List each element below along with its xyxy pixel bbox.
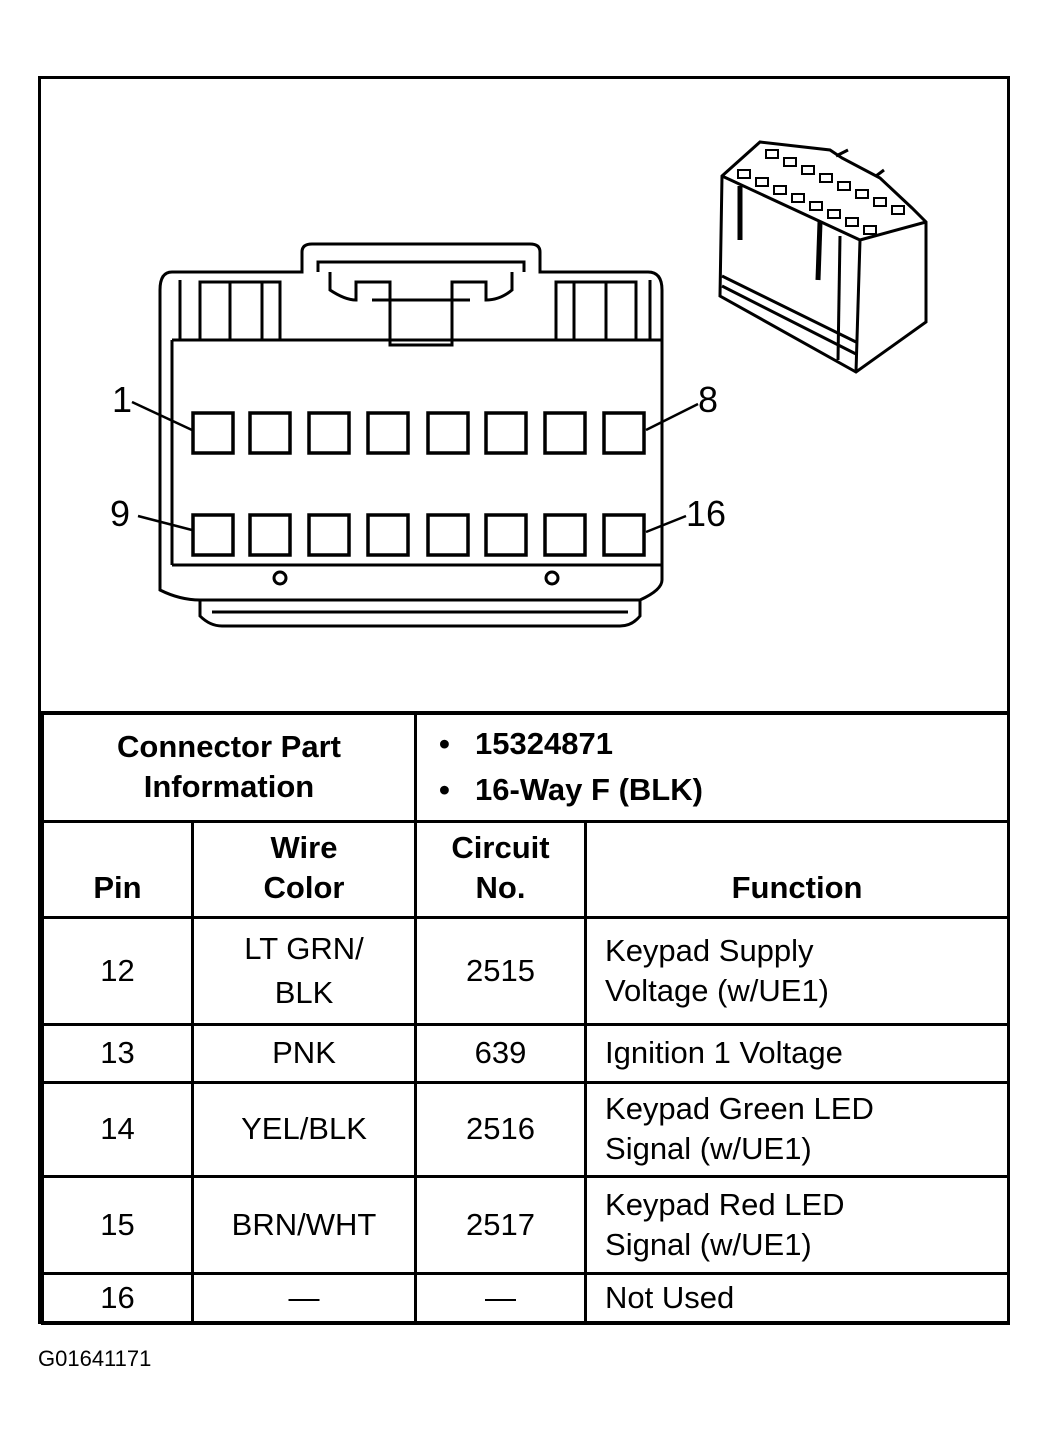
col-header-function: Function [584, 819, 1011, 919]
col-header-circuit: Circuit No. [414, 819, 588, 919]
circuit-cell: — [414, 1271, 588, 1325]
part-number: 15324871 [439, 721, 1007, 767]
cavity-row-top [191, 411, 646, 455]
pin-label-1: 1 [112, 379, 132, 420]
diagram-frame: 1 8 9 16 Connector Part Information 1532… [38, 76, 1011, 1325]
function-cell: Keypad Supply Voltage (w/UE1) [584, 915, 1011, 1026]
wire-color-cell: YEL/BLK [190, 1080, 418, 1178]
pin-label-8: 8 [698, 379, 718, 420]
table-row: 15 BRN/WHT 2517 Keypad Red LED Signal (w… [41, 1174, 1011, 1275]
figure-code: G01641171 [38, 1346, 152, 1371]
pin-cell: 16 [41, 1271, 194, 1325]
connector-diagram: 1 8 9 16 [110, 140, 928, 628]
connector-face [158, 242, 664, 628]
part-info-row: Connector Part Information 15324871 16-W… [40, 711, 1011, 823]
connector-info-table: Connector Part Information 15324871 16-W… [40, 711, 1011, 1325]
circuit-cell: 2515 [414, 915, 588, 1026]
function-cell: Keypad Red LED Signal (w/UE1) [584, 1174, 1011, 1275]
cavity-row-bottom [191, 513, 646, 557]
col-header-pin: Pin [41, 819, 194, 919]
table-row: 12 LT GRN/ BLK 2515 Keypad Supply Voltag… [41, 915, 1011, 1026]
wire-color-cell: PNK [190, 1022, 418, 1084]
function-cell: Not Used [584, 1271, 1011, 1325]
wire-color-cell: LT GRN/ BLK [190, 915, 418, 1026]
pin-leader-lines [131, 400, 699, 534]
column-header-row: Pin Wire Color Circuit No. Function [41, 819, 1011, 919]
part-info-heading: Connector Part Information [40, 711, 418, 823]
pin-cell: 13 [41, 1022, 194, 1084]
function-cell: Ignition 1 Voltage [584, 1022, 1011, 1084]
circuit-cell: 639 [414, 1022, 588, 1084]
part-info-values: 15324871 16-Way F (BLK) [414, 711, 1011, 823]
wire-color-cell: BRN/WHT [190, 1174, 418, 1275]
table-row: 16 — — Not Used [41, 1271, 1011, 1325]
table-row: 14 YEL/BLK 2516 Keypad Green LED Signal … [41, 1080, 1011, 1178]
pin-label-16: 16 [686, 493, 726, 534]
circuit-cell: 2516 [414, 1080, 588, 1178]
function-cell: Keypad Green LED Signal (w/UE1) [584, 1080, 1011, 1178]
part-description: 16-Way F (BLK) [439, 767, 1007, 813]
circuit-cell: 2517 [414, 1174, 588, 1275]
wire-color-cell: — [190, 1271, 418, 1325]
pin-label-9: 9 [110, 493, 130, 534]
pin-cell: 15 [41, 1174, 194, 1275]
pin-cell: 12 [41, 915, 194, 1026]
connector-3d-view [718, 140, 928, 374]
table-row: 13 PNK 639 Ignition 1 Voltage [41, 1022, 1011, 1084]
pin-cell: 14 [41, 1080, 194, 1178]
col-header-wire-color: Wire Color [190, 819, 418, 919]
